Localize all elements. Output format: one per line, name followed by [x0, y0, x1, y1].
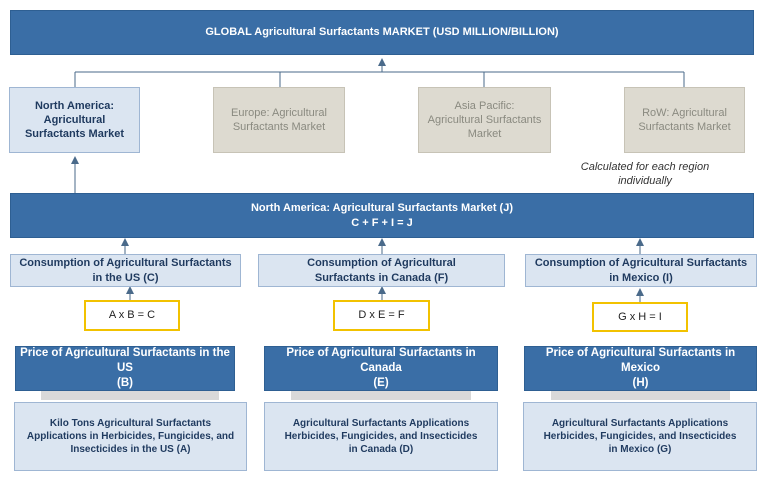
region-north-america: North America: Agricultural Surfactants … [9, 87, 140, 153]
price-label: Price of Agricultural Surfactants in Mex… [545, 347, 736, 375]
formula-us: A x B = C [84, 300, 180, 331]
price-code: (E) [373, 376, 389, 389]
consumption-label: Consumption of Agricultural Surfactants … [534, 257, 748, 284]
formula-mexico: G x H = I [592, 302, 688, 332]
applications-mexico: Agricultural Surfactants Applications He… [523, 402, 757, 471]
na-market-title: North America: Agricultural Surfactants … [250, 202, 514, 215]
formula-label: D x E = F [358, 309, 405, 322]
separator-mexico [551, 391, 730, 400]
global-market-title: GLOBAL Agricultural Surfactants MARKET (… [205, 26, 559, 39]
region-asia-pacific: Asia Pacific: Agricultural Surfactants M… [418, 87, 551, 153]
consumption-canada: Consumption of Agricultural Surfactants … [258, 254, 505, 287]
consumption-label: Consumption of Agricultural Surfactants … [19, 257, 232, 284]
applications-label: Kilo Tons Agricultural Surfactants Appli… [26, 418, 235, 455]
price-canada: Price of Agricultural Surfactants in Can… [264, 346, 498, 391]
region-label: RoW: Agricultural Surfactants Market [638, 106, 731, 133]
price-code: (H) [632, 376, 649, 389]
price-code: (B) [117, 376, 133, 389]
price-label: Price of Agricultural Surfactants in Can… [286, 347, 476, 375]
region-label: Asia Pacific: Agricultural Surfactants M… [427, 99, 542, 141]
applications-label: Agricultural Surfactants Applications He… [543, 418, 737, 455]
formula-label: A x B = C [108, 309, 156, 322]
separator-canada [291, 391, 471, 400]
consumption-label: Consumption of Agricultural Surfactants … [307, 257, 456, 284]
price-label: Price of Agricultural Surfactants in the… [20, 347, 230, 375]
na-market-box: North America: Agricultural Surfactants … [10, 193, 754, 238]
applications-us: Kilo Tons Agricultural Surfactants Appli… [14, 402, 247, 471]
formula-canada: D x E = F [333, 300, 430, 331]
region-label: Europe: Agricultural Surfactants Market [231, 106, 327, 133]
consumption-mexico: Consumption of Agricultural Surfactants … [525, 254, 757, 287]
region-europe: Europe: Agricultural Surfactants Market [213, 87, 345, 153]
global-market-box: GLOBAL Agricultural Surfactants MARKET (… [10, 10, 754, 55]
region-note: Calculated for each region individually [580, 161, 710, 188]
price-us: Price of Agricultural Surfactants in the… [15, 346, 235, 391]
separator-us [41, 391, 219, 400]
applications-label: Agricultural Surfactants Applications He… [284, 418, 478, 455]
region-label: North America: Agricultural Surfactants … [24, 99, 125, 141]
na-market-formula: C + F + I = J [351, 216, 413, 229]
price-mexico: Price of Agricultural Surfactants in Mex… [524, 346, 757, 391]
formula-label: G x H = I [618, 310, 662, 323]
consumption-us: Consumption of Agricultural Surfactants … [10, 254, 241, 287]
applications-canada: Agricultural Surfactants Applications He… [264, 402, 498, 471]
region-row: RoW: Agricultural Surfactants Market [624, 87, 745, 153]
